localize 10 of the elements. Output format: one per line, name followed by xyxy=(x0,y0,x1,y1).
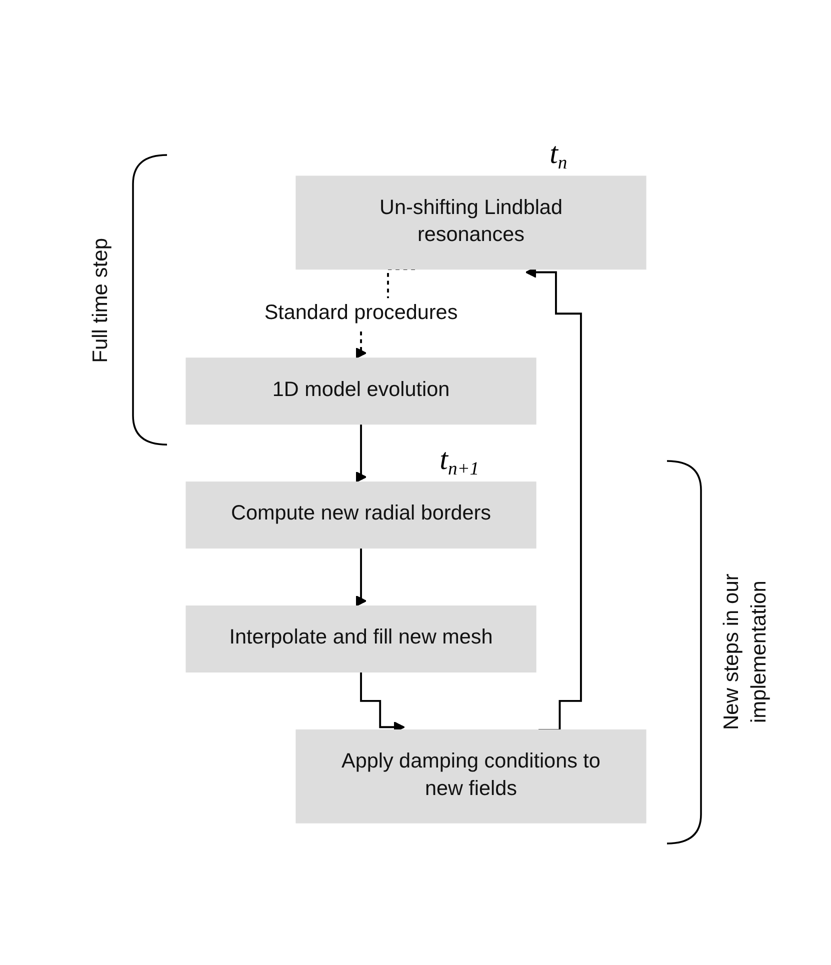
bracket-label: Full time step xyxy=(88,238,114,363)
bracket-label: New steps in our implementation xyxy=(718,573,771,733)
node-box: Un-shifting Lindblad resonances xyxy=(296,176,646,270)
arrow xyxy=(355,423,367,483)
node-box: Interpolate and fill new mesh xyxy=(186,605,536,672)
arrow xyxy=(355,546,367,607)
edge-label: Standard procedures xyxy=(264,302,458,324)
node-box: Apply damping conditions to new fields xyxy=(296,729,646,824)
node-box: Compute new radial borders xyxy=(186,482,536,549)
node-box: 1D model evolution xyxy=(186,358,536,425)
